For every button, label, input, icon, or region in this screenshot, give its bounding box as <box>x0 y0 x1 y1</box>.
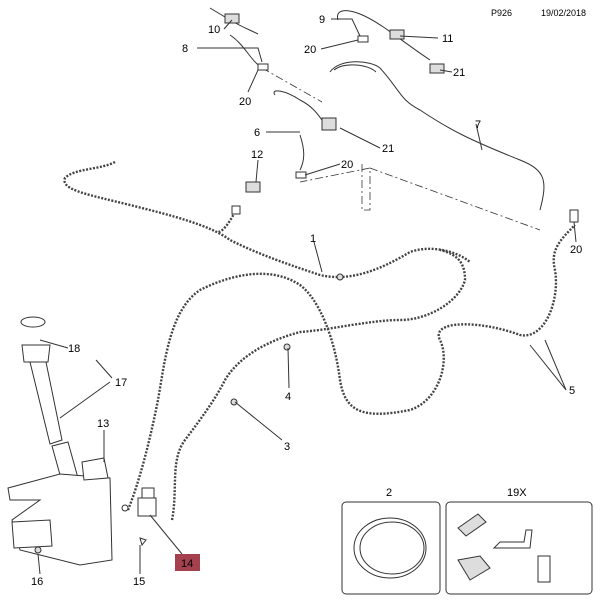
callout-7[interactable]: 7 <box>475 119 481 131</box>
inset-part-2 <box>341 501 441 595</box>
callout-5[interactable]: 5 <box>569 385 575 397</box>
diagram-code: P926 <box>491 8 512 18</box>
hose-3 <box>126 224 576 521</box>
callout-13[interactable]: 13 <box>97 418 109 430</box>
reference-lines <box>261 67 541 231</box>
callouts: 10 8 20 9 11 20 21 7 6 21 12 20 20 1 18 … <box>31 14 582 588</box>
hose-7 <box>329 10 545 211</box>
washer-pump <box>121 487 157 547</box>
callout-19x[interactable]: 19X <box>507 487 527 499</box>
callout-8[interactable]: 8 <box>182 43 188 55</box>
callout-16[interactable]: 16 <box>31 576 43 588</box>
diagram-date: 19/02/2018 <box>541 8 586 18</box>
callout-18[interactable]: 18 <box>68 343 80 355</box>
callout-20[interactable]: 20 <box>341 159 353 171</box>
callout-20[interactable]: 20 <box>570 244 582 256</box>
hose-1 <box>63 160 471 279</box>
callout-9[interactable]: 9 <box>319 14 325 26</box>
callout-15[interactable]: 15 <box>133 576 145 588</box>
callout-4[interactable]: 4 <box>285 391 291 403</box>
callout-6[interactable]: 6 <box>254 127 260 139</box>
callout-17[interactable]: 17 <box>115 377 127 389</box>
callout-2[interactable]: 2 <box>386 487 392 499</box>
callout-14-selected[interactable]: 14 <box>181 558 193 570</box>
callout-21[interactable]: 21 <box>453 67 465 79</box>
callout-11[interactable]: 11 <box>442 33 453 45</box>
inset-part-19x <box>445 501 593 595</box>
callout-1[interactable]: 1 <box>310 233 316 245</box>
callout-12[interactable]: 12 <box>251 149 263 161</box>
callout-3[interactable]: 3 <box>284 441 290 453</box>
washer-reservoir <box>7 316 113 566</box>
callout-21[interactable]: 21 <box>382 143 394 155</box>
callout-20[interactable]: 20 <box>304 44 316 56</box>
selected-part-highlight <box>175 554 200 571</box>
leader-lines <box>37 18 577 575</box>
connectors <box>224 13 579 406</box>
callout-20[interactable]: 20 <box>239 96 251 108</box>
callout-10[interactable]: 10 <box>208 24 220 36</box>
